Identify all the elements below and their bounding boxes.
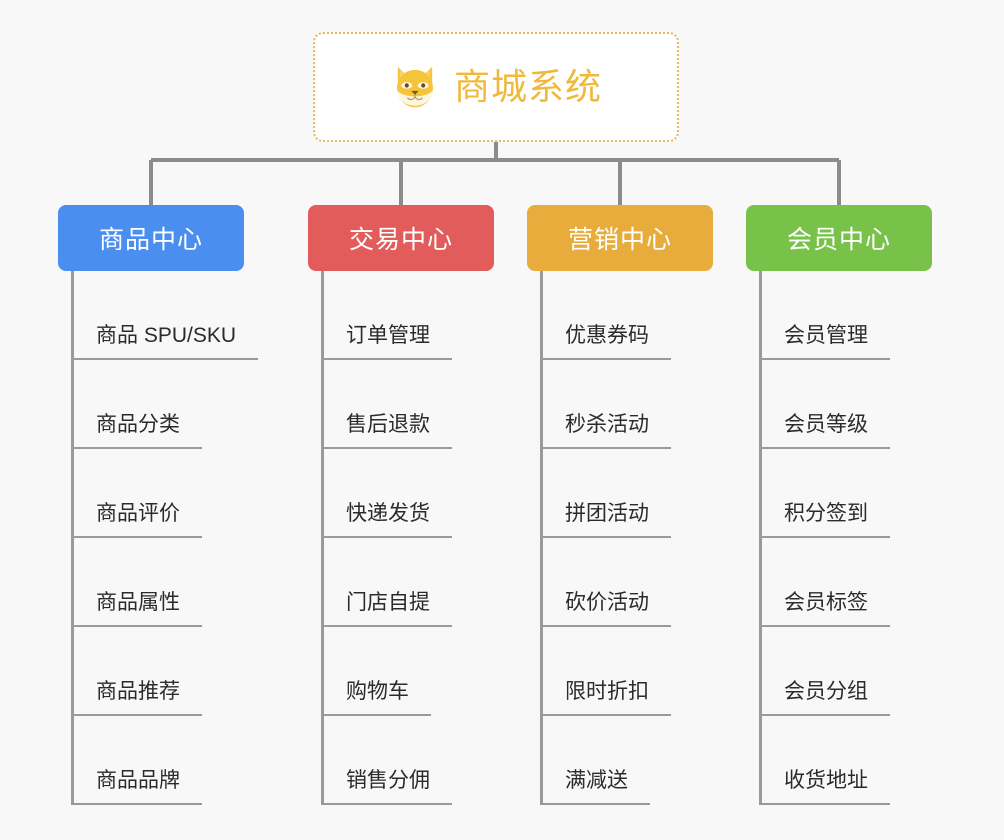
leaf-list-1: 商品 SPU/SKU 商品分类 商品评价 商品属性 商品推荐 商品品牌 [71, 271, 259, 805]
list-item[interactable]: 砍价活动 [543, 538, 713, 627]
category-label-4: 会员中心 [786, 226, 891, 254]
root-title: 商城系统 [453, 66, 602, 107]
list-item[interactable]: 商品属性 [74, 538, 244, 627]
leaf-label: 门店自提 [346, 591, 430, 614]
leaf-underline: 满减送 [543, 766, 650, 805]
list-item[interactable]: 售后退款 [324, 360, 494, 449]
category-column-营销中心: 营销中心 优惠券码 秒杀活动 拼团活动 砍价活动 限时折扣 满减送 [527, 205, 713, 805]
leaf-underline: 会员管理 [762, 321, 890, 360]
category-header-1[interactable]: 商品中心 [58, 205, 244, 271]
leaf-underline: 拼团活动 [543, 499, 671, 538]
leaf-label: 商品分类 [96, 413, 180, 436]
leaf-list-2: 订单管理 售后退款 快递发货 门店自提 购物车 销售分佣 [321, 271, 494, 805]
leaf-underline: 商品属性 [74, 588, 202, 627]
list-item[interactable]: 商品品牌 [74, 716, 244, 805]
category-header-4[interactable]: 会员中心 [746, 205, 932, 271]
list-item[interactable]: 满减送 [543, 716, 713, 805]
list-item[interactable]: 优惠券码 [543, 271, 713, 360]
leaf-underline: 购物车 [324, 677, 431, 716]
list-item[interactable]: 商品分类 [74, 360, 244, 449]
leaf-label: 快递发货 [346, 502, 430, 525]
list-item[interactable]: 秒杀活动 [543, 360, 713, 449]
leaf-label: 收货地址 [784, 769, 868, 792]
leaf-underline: 会员分组 [762, 677, 890, 716]
leaf-label: 售后退款 [346, 413, 430, 436]
leaf-underline: 商品 SPU/SKU [74, 321, 259, 360]
leaf-underline: 订单管理 [324, 321, 452, 360]
leaf-label: 商品品牌 [96, 769, 180, 792]
category-header-2[interactable]: 交易中心 [308, 205, 494, 271]
leaf-label: 销售分佣 [346, 769, 430, 792]
leaf-label: 会员管理 [784, 324, 868, 347]
category-label-2: 交易中心 [348, 226, 453, 254]
leaf-label: 订单管理 [346, 324, 430, 347]
category-column-商品中心: 商品中心 商品 SPU/SKU 商品分类 商品评价 商品属性 商品推荐 商品品牌 [58, 205, 259, 805]
leaf-label: 会员标签 [784, 591, 868, 614]
list-item[interactable]: 门店自提 [324, 538, 494, 627]
list-item[interactable]: 积分签到 [762, 449, 932, 538]
list-item[interactable]: 销售分佣 [324, 716, 494, 805]
leaf-label: 满减送 [565, 769, 628, 792]
leaf-label: 商品属性 [96, 591, 180, 614]
category-column-交易中心: 交易中心 订单管理 售后退款 快递发货 门店自提 购物车 销售分佣 [308, 205, 494, 805]
leaf-label: 商品推荐 [96, 680, 180, 703]
category-label-1: 商品中心 [98, 226, 203, 254]
leaf-underline: 秒杀活动 [543, 410, 671, 449]
leaf-label: 砍价活动 [565, 591, 649, 614]
leaf-label: 限时折扣 [565, 680, 649, 703]
leaf-underline: 商品推荐 [74, 677, 202, 716]
category-label-3: 营销中心 [567, 226, 672, 254]
list-item[interactable]: 会员标签 [762, 538, 932, 627]
leaf-underline: 商品品牌 [74, 766, 202, 805]
leaf-list-3: 优惠券码 秒杀活动 拼团活动 砍价活动 限时折扣 满减送 [540, 271, 713, 805]
root-node[interactable]: 商城系统 [313, 32, 679, 142]
leaf-underline: 商品分类 [74, 410, 202, 449]
leaf-underline: 会员标签 [762, 588, 890, 627]
leaf-label: 会员等级 [784, 413, 868, 436]
list-item[interactable]: 会员管理 [762, 271, 932, 360]
leaf-list-4: 会员管理 会员等级 积分签到 会员标签 会员分组 收货地址 [759, 271, 932, 805]
leaf-label: 拼团活动 [565, 502, 649, 525]
leaf-label: 会员分组 [784, 680, 868, 703]
leaf-label: 秒杀活动 [565, 413, 649, 436]
leaf-underline: 砍价活动 [543, 588, 671, 627]
list-item[interactable]: 收货地址 [762, 716, 932, 805]
list-item[interactable]: 会员等级 [762, 360, 932, 449]
leaf-underline: 商品评价 [74, 499, 202, 538]
list-item[interactable]: 会员分组 [762, 627, 932, 716]
leaf-underline: 优惠券码 [543, 321, 671, 360]
leaf-label: 商品评价 [96, 502, 180, 525]
list-item[interactable]: 拼团活动 [543, 449, 713, 538]
leaf-underline: 售后退款 [324, 410, 452, 449]
list-item[interactable]: 商品推荐 [74, 627, 244, 716]
list-item[interactable]: 购物车 [324, 627, 494, 716]
leaf-label: 积分签到 [784, 502, 868, 525]
list-item[interactable]: 商品 SPU/SKU [74, 271, 259, 360]
list-item[interactable]: 订单管理 [324, 271, 494, 360]
list-item[interactable]: 商品评价 [74, 449, 244, 538]
shiba-dog-face-icon [397, 66, 433, 108]
list-item[interactable]: 快递发货 [324, 449, 494, 538]
category-header-3[interactable]: 营销中心 [527, 205, 713, 271]
leaf-underline: 限时折扣 [543, 677, 671, 716]
leaf-label: 商品 SPU/SKU [96, 324, 237, 347]
leaf-label: 优惠券码 [565, 324, 649, 347]
leaf-underline: 积分签到 [762, 499, 890, 538]
leaf-label: 购物车 [346, 680, 409, 703]
leaf-underline: 收货地址 [762, 766, 890, 805]
leaf-underline: 销售分佣 [324, 766, 452, 805]
leaf-underline: 快递发货 [324, 499, 452, 538]
leaf-underline: 会员等级 [762, 410, 890, 449]
leaf-underline: 门店自提 [324, 588, 452, 627]
list-item[interactable]: 限时折扣 [543, 627, 713, 716]
category-column-会员中心: 会员中心 会员管理 会员等级 积分签到 会员标签 会员分组 收货地址 [746, 205, 932, 805]
